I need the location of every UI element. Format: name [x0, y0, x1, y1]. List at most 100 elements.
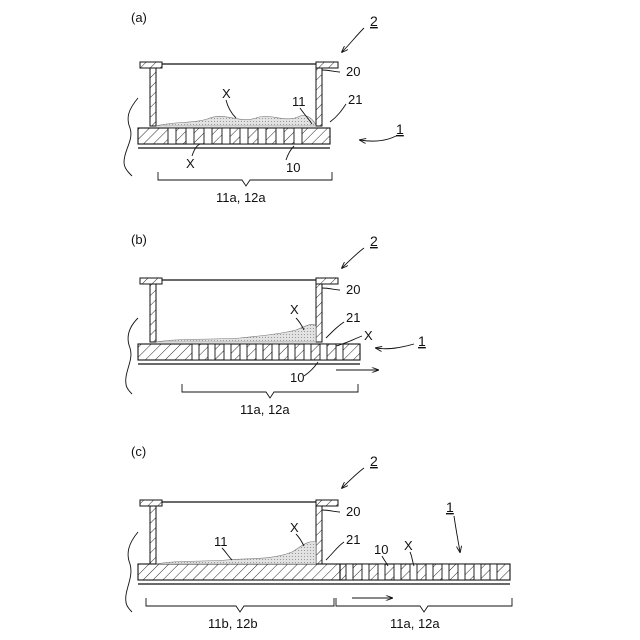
frame-wall-left-c: [150, 506, 156, 564]
plate-hole: [442, 564, 449, 580]
plate-hole: [394, 564, 401, 580]
plate-hole: [410, 564, 417, 580]
arrow-sieve-b: [342, 248, 364, 268]
leader-frame-b: [322, 288, 340, 290]
plate-hole: [304, 344, 311, 360]
plate-hole: [240, 128, 248, 144]
plate-hole: [346, 564, 353, 580]
plate-hole: [208, 344, 215, 360]
frame-flange-left-b: [140, 278, 162, 284]
leader-mesh-b: [326, 322, 344, 338]
panel-a: (a) X X 11 10 20 21 1 2: [124, 10, 404, 205]
label-squeegee-a: 10: [286, 160, 300, 175]
brace-a: [158, 172, 332, 186]
leader-frame-c: [322, 510, 340, 512]
break-line-a: [124, 98, 138, 176]
label-squeegee-c: 10: [374, 542, 388, 557]
plate-hole: [258, 128, 266, 144]
break-line-b: [126, 318, 138, 394]
label-x-top-a: X: [222, 86, 231, 101]
ref-mesh-c: 21: [346, 532, 360, 547]
plate-hole: [490, 564, 497, 580]
plate-hole: [458, 564, 465, 580]
plate-hole: [192, 344, 199, 360]
ref-frame-a: 20: [346, 64, 360, 79]
ref-frame-c: 20: [346, 504, 360, 519]
panel-c: (c) 11 X 10 X 20 21 1 2 11b, 12b: [126, 444, 512, 631]
brace-label-left-c: 11b, 12b: [208, 616, 258, 631]
plate-hole: [336, 344, 343, 360]
leader-frame-a: [322, 70, 340, 72]
brace-left-c: [146, 598, 334, 612]
brace-b: [182, 384, 358, 398]
plate-hole: [276, 128, 284, 144]
plate-hole: [320, 344, 327, 360]
arrow-sieve-a: [342, 28, 364, 52]
arrow-plate-b: [376, 344, 414, 349]
ref-sieve-a: 2: [370, 13, 378, 29]
leader-x-top-a: [226, 100, 236, 118]
ref-sieve-c: 2: [370, 453, 378, 469]
frame-flange-right-a: [316, 62, 338, 68]
frame-wall-right-a: [316, 68, 322, 126]
leader-x-bottom-a: [192, 144, 200, 156]
plate-hole: [240, 344, 247, 360]
arrow-plate-c: [454, 516, 460, 552]
panel-letter-a: (a): [131, 10, 147, 25]
plate-hole: [222, 128, 230, 144]
frame-flange-left-c: [140, 500, 162, 506]
label-squeegee-b: 10: [290, 370, 304, 385]
label-x-right-c: X: [404, 538, 413, 553]
brace-label-a: 11a, 12a: [216, 190, 266, 205]
ref-sieve-b: 2: [370, 233, 378, 249]
label-hole-c: 11: [214, 534, 228, 549]
plate-hole: [426, 564, 433, 580]
leader-x-top-c: [296, 534, 304, 546]
plate-hole: [474, 564, 481, 580]
ref-frame-b: 20: [346, 282, 360, 297]
frame-wall-right-c: [316, 506, 322, 564]
plate-hole: [272, 344, 279, 360]
plate-filled-c: [138, 564, 340, 580]
frame-wall-right-b: [316, 284, 322, 342]
ref-plate-c: 1: [446, 499, 454, 515]
leader-mesh-a: [330, 104, 346, 122]
plate-hole: [186, 128, 194, 144]
ref-mesh-b: 21: [346, 310, 360, 325]
label-x-bottom-a: X: [186, 156, 195, 171]
label-x-top-c: X: [290, 520, 299, 535]
label-x-side-b: X: [364, 328, 373, 343]
panel-letter-b: (b): [131, 232, 147, 247]
arrow-plate-a: [360, 136, 396, 141]
panel-letter-c: (c): [131, 444, 146, 459]
leader-mesh-c: [326, 542, 344, 560]
ref-mesh-a: 21: [348, 92, 362, 107]
frame-flange-right-c: [316, 500, 338, 506]
plate-hole: [294, 128, 302, 144]
leader-hole-c: [222, 548, 232, 560]
plate-hole: [168, 128, 176, 144]
arrow-sieve-c: [342, 468, 364, 488]
brace-label-right-c: 11a, 12a: [390, 616, 440, 631]
powder-a: [156, 116, 316, 126]
frame-wall-left-b: [150, 284, 156, 342]
frame-wall-left-a: [150, 68, 156, 126]
powder-b: [156, 324, 316, 342]
brace-label-b: 11a, 12a: [240, 402, 290, 417]
panel-b: (b) X X 10 20 21 1 2 11a, 12a: [126, 232, 426, 417]
label-x-top-b: X: [290, 302, 299, 317]
plate-hole: [224, 344, 231, 360]
frame-flange-left-a: [140, 62, 162, 68]
brace-right-c: [336, 598, 512, 612]
ref-plate-b: 1: [418, 333, 426, 349]
ref-plate-a: 1: [396, 121, 404, 137]
frame-flange-right-b: [316, 278, 338, 284]
powder-c: [156, 542, 316, 564]
plate-hole: [256, 344, 263, 360]
plate-hole: [204, 128, 212, 144]
break-line-c: [126, 532, 138, 612]
plate-hole: [288, 344, 295, 360]
plate-hole: [362, 564, 369, 580]
label-hole-a: 11: [292, 94, 306, 109]
